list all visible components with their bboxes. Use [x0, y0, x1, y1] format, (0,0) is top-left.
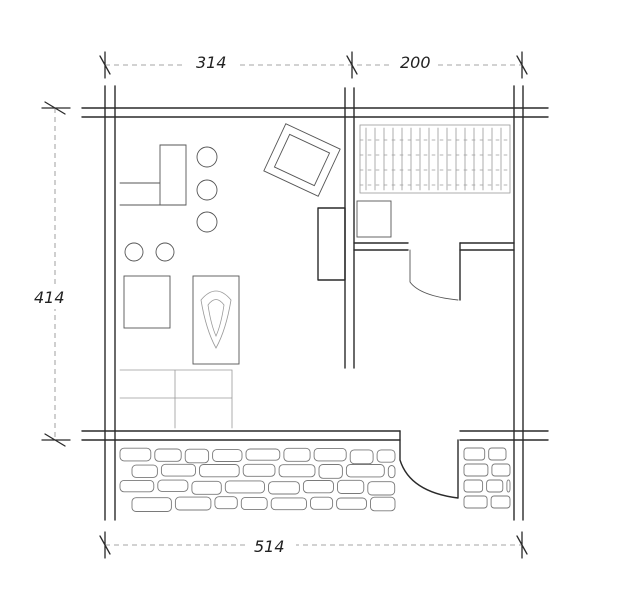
paving-stone	[240, 496, 268, 511]
paving-stone	[184, 448, 210, 464]
paving-stone	[119, 479, 155, 493]
stool	[196, 211, 218, 233]
paving-stone	[268, 481, 300, 495]
paving-stone	[131, 497, 172, 512]
paving-stone	[302, 480, 334, 494]
rug	[192, 275, 240, 365]
stool	[124, 242, 144, 262]
paving-stone	[506, 479, 511, 493]
furniture	[119, 123, 392, 429]
dimension-left: 414	[30, 101, 76, 447]
paving-stone	[486, 479, 504, 493]
paving-stone	[367, 481, 396, 496]
stone-terrace	[119, 447, 511, 512]
paving-stone	[157, 479, 189, 492]
dimension-label-414: 414	[34, 288, 65, 307]
paving-stone	[463, 479, 484, 493]
dimension-bottom: 514	[99, 531, 528, 559]
paving-stone	[119, 447, 152, 462]
stool	[196, 146, 218, 168]
dimension-label-200: 200	[400, 53, 431, 72]
stool	[155, 242, 175, 262]
paving-stone	[490, 495, 511, 509]
paving-stone	[463, 495, 488, 509]
cabinet	[356, 200, 392, 238]
stool	[196, 179, 218, 201]
paving-stone	[491, 463, 511, 477]
paving-stone	[131, 464, 158, 478]
paving-stone	[337, 479, 365, 494]
table	[123, 275, 171, 329]
bench	[119, 144, 187, 206]
paving-stone	[174, 496, 212, 511]
dimension-top: 314 200	[99, 51, 528, 79]
paving-stone	[283, 447, 311, 462]
paving-stone	[245, 448, 281, 461]
walls	[81, 85, 549, 521]
paving-stone	[376, 449, 396, 463]
paving-stone	[313, 447, 347, 462]
paving-stone	[212, 449, 243, 462]
paving-stone	[191, 480, 222, 495]
paving-stone	[154, 448, 182, 462]
paving-stone	[349, 449, 374, 465]
paving-stone	[278, 464, 316, 478]
paving-stone	[318, 464, 343, 479]
armchair-icon	[263, 123, 341, 197]
paving-stone	[242, 463, 276, 477]
dimension-label-514: 514	[254, 537, 285, 556]
paving-stone	[463, 463, 489, 477]
paving-stone	[310, 496, 334, 510]
paving-stone	[224, 480, 265, 494]
paving-stone	[387, 465, 396, 479]
paving-stone	[160, 463, 196, 477]
paving-stone	[370, 496, 396, 512]
paving-stone	[345, 464, 385, 478]
paving-stone	[214, 496, 238, 510]
paving-stone	[199, 464, 240, 478]
paving-stone	[488, 447, 507, 461]
paving-stone	[270, 497, 307, 511]
dimension-label-314: 314	[196, 53, 227, 72]
staircase	[359, 124, 511, 194]
paving-stone	[463, 447, 486, 461]
paving-stone	[336, 497, 367, 510]
